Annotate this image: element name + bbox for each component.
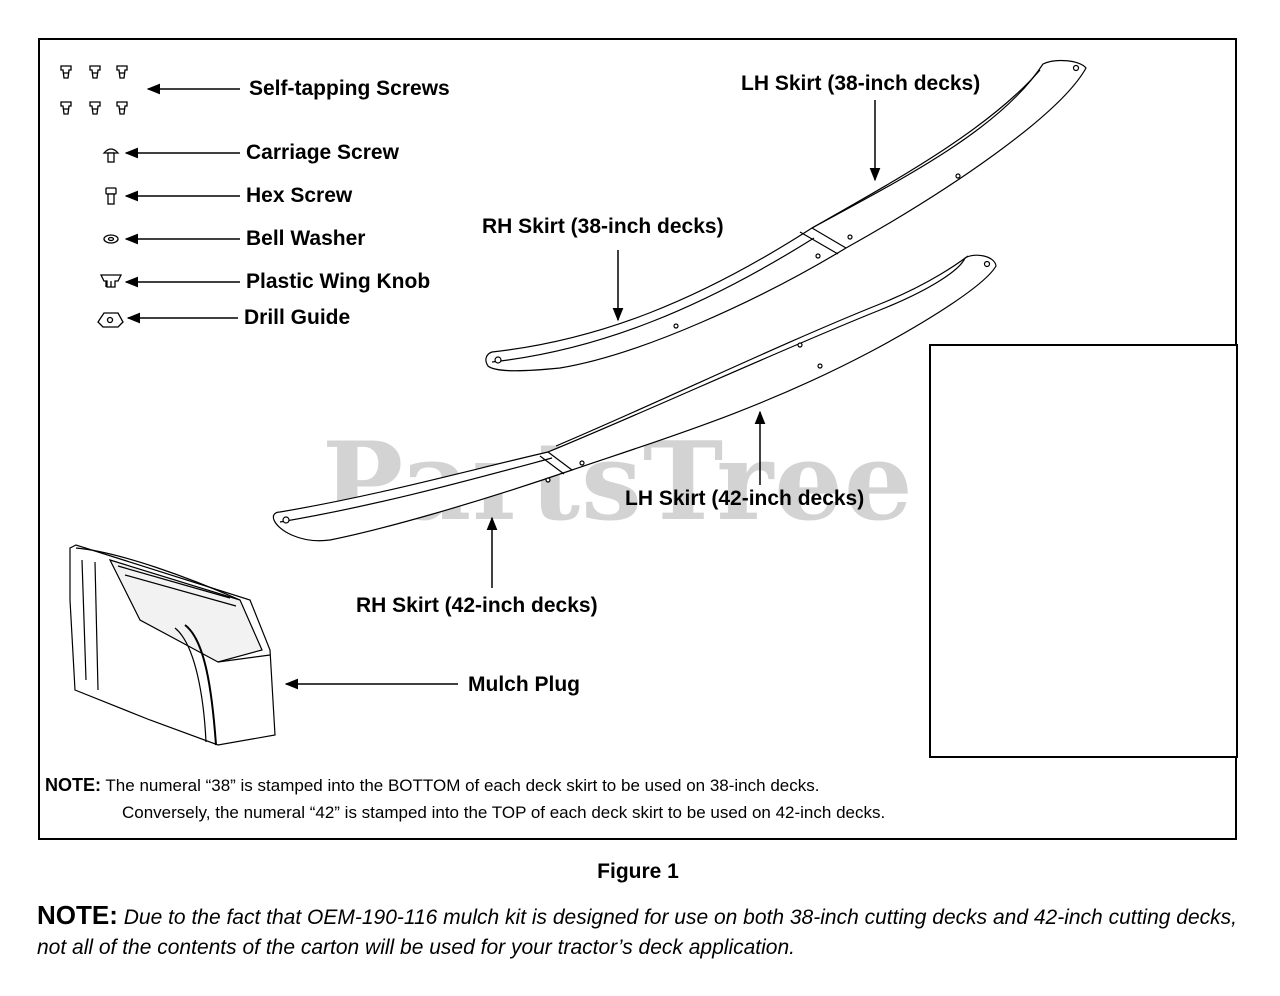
bell-washer-icon <box>103 234 119 244</box>
bottom-note-lead: NOTE: <box>37 900 118 930</box>
label-mulch-plug: Mulch Plug <box>468 673 580 696</box>
label-hex-screw: Hex Screw <box>246 184 353 207</box>
label-rh-skirt-42: RH Skirt (42-inch decks) <box>356 594 598 617</box>
plastic-wing-knob-icon <box>99 274 123 288</box>
inner-note-line1: NOTE: The numeral “38” is stamped into t… <box>45 776 819 794</box>
label-plastic-wing-knob: Plastic Wing Knob <box>246 270 431 293</box>
label-carriage-screw: Carriage Screw <box>246 141 399 164</box>
inset-box <box>929 344 1238 758</box>
label-lh-skirt-42: LH Skirt (42-inch decks) <box>625 487 865 510</box>
label-drill-guide: Drill Guide <box>244 306 351 329</box>
inner-note-text2: Conversely, the numeral “42” is stamped … <box>122 803 886 822</box>
figure-caption: Figure 1 <box>597 860 679 883</box>
bottom-note-text: Due to the fact that OEM-190-116 mulch k… <box>37 906 1237 959</box>
label-lh-skirt-38: LH Skirt (38-inch decks) <box>741 72 981 95</box>
drill-guide-icon <box>97 312 124 328</box>
label-rh-skirt-38: RH Skirt (38-inch decks) <box>482 215 724 238</box>
label-self-tapping-screws: Self-tapping Screws <box>249 77 450 100</box>
inner-note-text1: The numeral “38” is stamped into the BOT… <box>105 776 820 795</box>
skirt-38-assembly <box>485 59 1087 372</box>
label-bell-washer: Bell Washer <box>246 227 366 250</box>
inner-note-lead: NOTE: <box>45 775 101 795</box>
mulch-plug-icon <box>69 544 276 746</box>
hex-screw-icon <box>105 187 117 205</box>
self-tapping-screws-icon <box>60 65 128 115</box>
carriage-screw-icon <box>102 148 120 163</box>
skirt-42-assembly <box>272 254 997 542</box>
bottom-note: NOTE: Due to the fact that OEM-190-116 m… <box>37 900 1252 963</box>
